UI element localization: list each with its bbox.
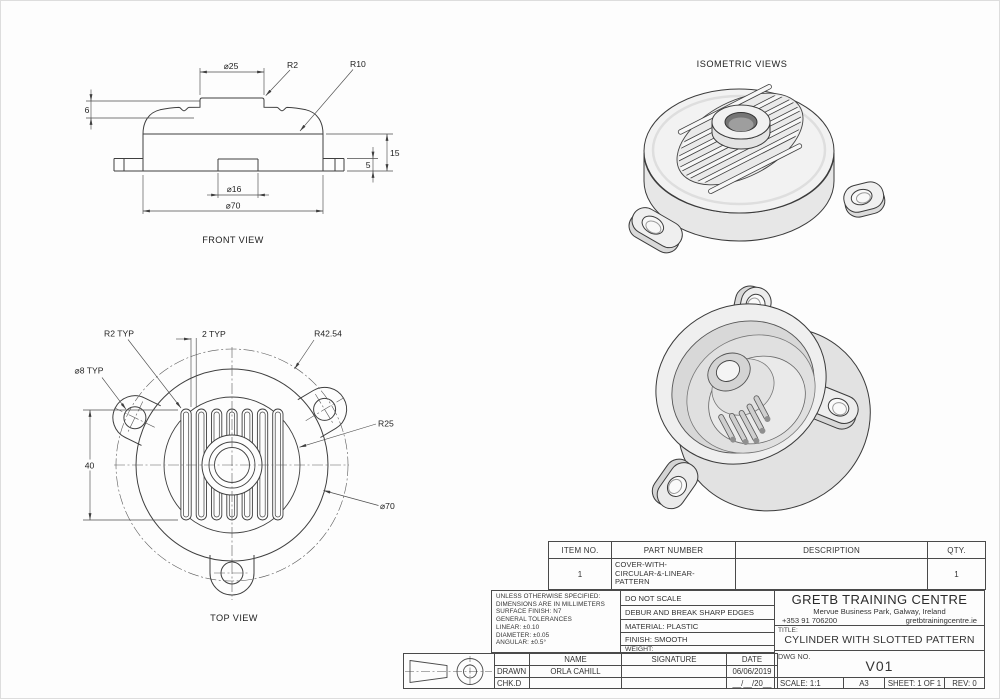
note-line: LINEAR: ±0.10 (496, 623, 540, 631)
front-view-outline (113, 97, 345, 172)
dwg-box: DWG NO. V01 (775, 651, 984, 678)
company-name: GRETB TRAINING CENTRE (791, 592, 968, 607)
front-view: ⌀25 R2 R10 6 15 5 ⌀16 ⌀70 FRONT VIEW (85, 59, 400, 245)
top-view-centerlines (114, 347, 349, 600)
dim-label-r10: R10 (350, 59, 366, 69)
projection-cone-icon (409, 659, 448, 684)
drawn-date: 06/06/2019 (727, 666, 777, 678)
title-block-right: GRETB TRAINING CENTRE Mervue Business Pa… (774, 590, 985, 689)
top-view: 40 ⌀8 TYP R2 TYP 2 TYP R42.54 R25 ⌀70 TO… (75, 329, 395, 624)
iso2-bottom-lug (651, 458, 699, 510)
note-line: UNLESS OTHERWISE SPECIFIED: (496, 593, 601, 600)
drawing-title: CYLINDER WITH SLOTTED PATTERN (784, 634, 975, 646)
bom-header-partnumber: PART NUMBER (612, 542, 736, 559)
company-box: GRETB TRAINING CENTRE Mervue Business Pa… (775, 591, 984, 626)
drawn-name: ORLA CAHILL (530, 666, 622, 678)
checked-name (530, 678, 622, 688)
front-view-caption: FRONT VIEW (202, 235, 264, 245)
bom-table: ITEM NO. PART NUMBER DESCRIPTION QTY. 1 … (548, 541, 986, 590)
dim-label-r25: R25 (378, 419, 394, 429)
dim-label-40: 40 (85, 461, 95, 471)
partnumber-line-1: COVER-WITH- (615, 560, 667, 569)
revision-cell: REV: 0 (952, 678, 977, 688)
top-view-caption: TOP VIEW (210, 613, 258, 623)
bom-cell-item: 1 (549, 559, 612, 589)
dim-label-15: 15 (390, 148, 400, 158)
top-view-dim-labels: 40 ⌀8 TYP R2 TYP 2 TYP R42.54 R25 ⌀70 (75, 329, 395, 512)
checked-signature (622, 678, 727, 688)
sheet-size-cell: A3 (844, 678, 885, 688)
iso2-slots (718, 395, 771, 445)
projection-circle-inner-icon (463, 664, 477, 679)
sign-header-role (495, 654, 530, 666)
note-finish: FINISH: SMOOTH (621, 633, 774, 646)
checked-date: __/__/20__ (732, 678, 772, 688)
company-phone: +353 91 706200 (782, 616, 838, 625)
dim-label-d8typ: ⌀8 TYP (75, 366, 104, 376)
projection-circle-outer-icon (456, 658, 484, 685)
bom-header-description: DESCRIPTION (736, 542, 928, 559)
dim-label-6: 6 (85, 105, 90, 115)
bom-cell-qty: 1 (954, 569, 959, 579)
isometric-view-top (628, 84, 886, 254)
signature-table: NAME SIGNATURE DATE DRAWN ORLA CAHILL 06… (494, 653, 778, 689)
dim-label-r2: R2 (287, 60, 298, 70)
title-box: TITLE: CYLINDER WITH SLOTTED PATTERN (775, 626, 984, 651)
title-label: TITLE: (778, 627, 798, 634)
dim-label-r4254: R42.54 (314, 329, 342, 339)
dim-40-mask (81, 459, 98, 471)
note-line: DIAMETER: ±0.05 (496, 631, 550, 639)
iso1-dome-shading (651, 94, 827, 206)
dim-label-boss-dia: ⌀25 (224, 61, 239, 71)
dim-label-hub-dia: ⌀16 (227, 184, 242, 194)
projection-box (403, 653, 495, 689)
front-view-dim-lines (86, 68, 393, 214)
drawn-signature (622, 666, 727, 678)
checked-label: CHK.D (495, 678, 530, 688)
company-website: gretbtrainingcentre.ie (905, 616, 977, 625)
company-address: Mervue Business Park, Galway, Ireland (813, 607, 946, 616)
dim-label-outer-dia-top: ⌀70 (380, 501, 395, 511)
dim-label-outer-dia-front: ⌀70 (226, 201, 241, 211)
sheet-number-cell: SHEET: 1 OF 1 (885, 678, 945, 688)
drawn-label: DRAWN (495, 666, 530, 678)
note-line: ANGULAR: ±0.5° (496, 639, 547, 647)
iso1-boss (711, 104, 771, 150)
bom-cell-partnumber: COVER-WITH- CIRCULAR-&-LINEAR- PATTERN (612, 559, 736, 589)
dim-label-2typ: 2 TYP (202, 329, 226, 339)
iso1-right-lug (843, 181, 886, 218)
sign-header-name: NAME (530, 654, 622, 666)
iso2-boss (707, 352, 751, 392)
partnumber-line-3: PATTERN (615, 577, 650, 587)
process-notes-box: DO NOT SCALE DEBUR AND BREAK SHARP EDGES… (620, 590, 775, 653)
note-debur: DEBUR AND BREAK SHARP EDGES (621, 606, 774, 620)
general-notes-box: UNLESS OTHERWISE SPECIFIED: DIMENSIONS A… (491, 590, 621, 653)
scale-cell: SCALE: 1:1 (775, 678, 844, 688)
bom-header-item: ITEM NO. (549, 542, 612, 559)
bom-header-qty: QTY. (928, 542, 985, 559)
projection-symbol (405, 656, 492, 687)
sign-header-date: DATE (727, 654, 777, 666)
note-material: MATERIAL: PLASTIC (621, 620, 774, 633)
note-weight: WEIGHT: (625, 646, 654, 652)
sign-header-signature: SIGNATURE (622, 654, 727, 666)
bom-cell-description (736, 559, 928, 589)
dim-label-r2typ: R2 TYP (104, 329, 134, 339)
dwg-label: DWG NO. (778, 652, 811, 661)
iso1-left-lug (628, 207, 683, 254)
note-line: SURFACE FINISH: N7 (496, 608, 562, 616)
partnumber-line-2: CIRCULAR-&-LINEAR- (615, 568, 695, 578)
front-view-dim-labels: ⌀25 R2 R10 6 15 5 ⌀16 ⌀70 (85, 59, 400, 211)
note-do-not-scale: DO NOT SCALE (621, 591, 774, 606)
note-line: GENERAL TOLERANCES (496, 616, 572, 624)
note-line: DIMENSIONS ARE IN MILLIMETERS (496, 600, 605, 608)
dim-label-5: 5 (366, 160, 371, 170)
isometric-caption: ISOMETRIC VIEWS (697, 59, 788, 69)
dwg-number: V01 (865, 657, 894, 674)
isometric-view-bottom (651, 285, 871, 512)
